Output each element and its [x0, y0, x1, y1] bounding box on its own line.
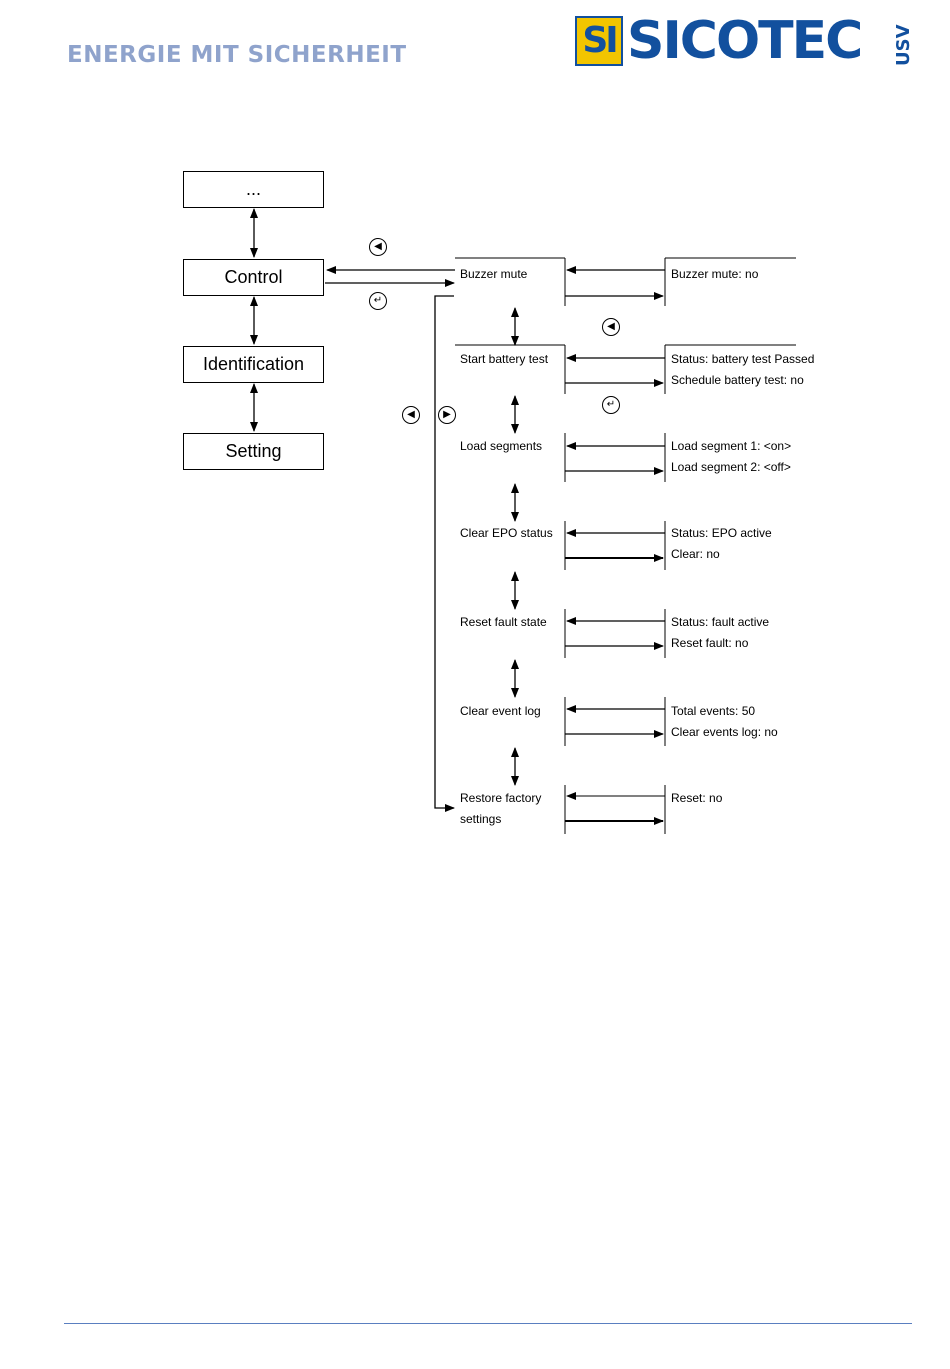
left-arrow-button-icon: ◀ [402, 406, 420, 424]
enter-button-icon: ↵ [602, 396, 620, 414]
menu-box-setting: Setting [183, 433, 324, 470]
detail-load-segment-1: Load segment 1: <on> [671, 439, 792, 453]
detail-battery-test-status: Status: battery test Passed [671, 352, 815, 366]
sicotec-logo: SI SICOTEC USV [575, 11, 914, 71]
item-buzzer-mute: Buzzer mute [460, 267, 528, 281]
menu-box-control: Control [183, 259, 324, 296]
left-arrow-button-icon: ◀ [602, 318, 620, 336]
item-restore-factory: Restore factory [460, 791, 542, 805]
detail-epo-status: Status: EPO active [671, 526, 772, 540]
menu-box-identification: Identification [183, 346, 324, 383]
item-restore-factory-settings: settings [460, 812, 502, 826]
detail-clear-events-log: Clear events log: no [671, 725, 778, 739]
logo-si-box: SI [575, 16, 623, 66]
left-arrow-button-icon: ◀ [369, 238, 387, 256]
item-reset-fault-state: Reset fault state [460, 615, 547, 629]
item-clear-event-log: Clear event log [460, 704, 541, 718]
item-load-segments: Load segments [460, 439, 543, 453]
footer-divider [64, 1323, 912, 1324]
detail-fault-status: Status: fault active [671, 615, 770, 629]
enter-button-icon: ↵ [369, 292, 387, 310]
right-arrow-button-icon: ▶ [438, 406, 456, 424]
menu-box-ellipsis: ... [183, 171, 324, 208]
detail-reset-fault: Reset fault: no [671, 636, 749, 650]
logo-name: SICOTEC [627, 11, 863, 71]
bracket-to-restore [434, 295, 455, 812]
detail-reset-factory: Reset: no [671, 791, 723, 805]
detail-total-events: Total events: 50 [671, 704, 756, 718]
detail-load-segment-2: Load segment 2: <off> [671, 460, 791, 474]
slogan: ENERGIE MIT SICHERHEIT [67, 42, 407, 68]
logo-initials: SI [582, 20, 618, 61]
item-start-battery-test: Start battery test [460, 352, 549, 366]
item-clear-epo-status: Clear EPO status [460, 526, 553, 540]
detail-clear-epo: Clear: no [671, 547, 720, 561]
detail-schedule-battery-test: Schedule battery test: no [671, 373, 804, 387]
detail-buzzer-mute: Buzzer mute: no [671, 267, 759, 281]
